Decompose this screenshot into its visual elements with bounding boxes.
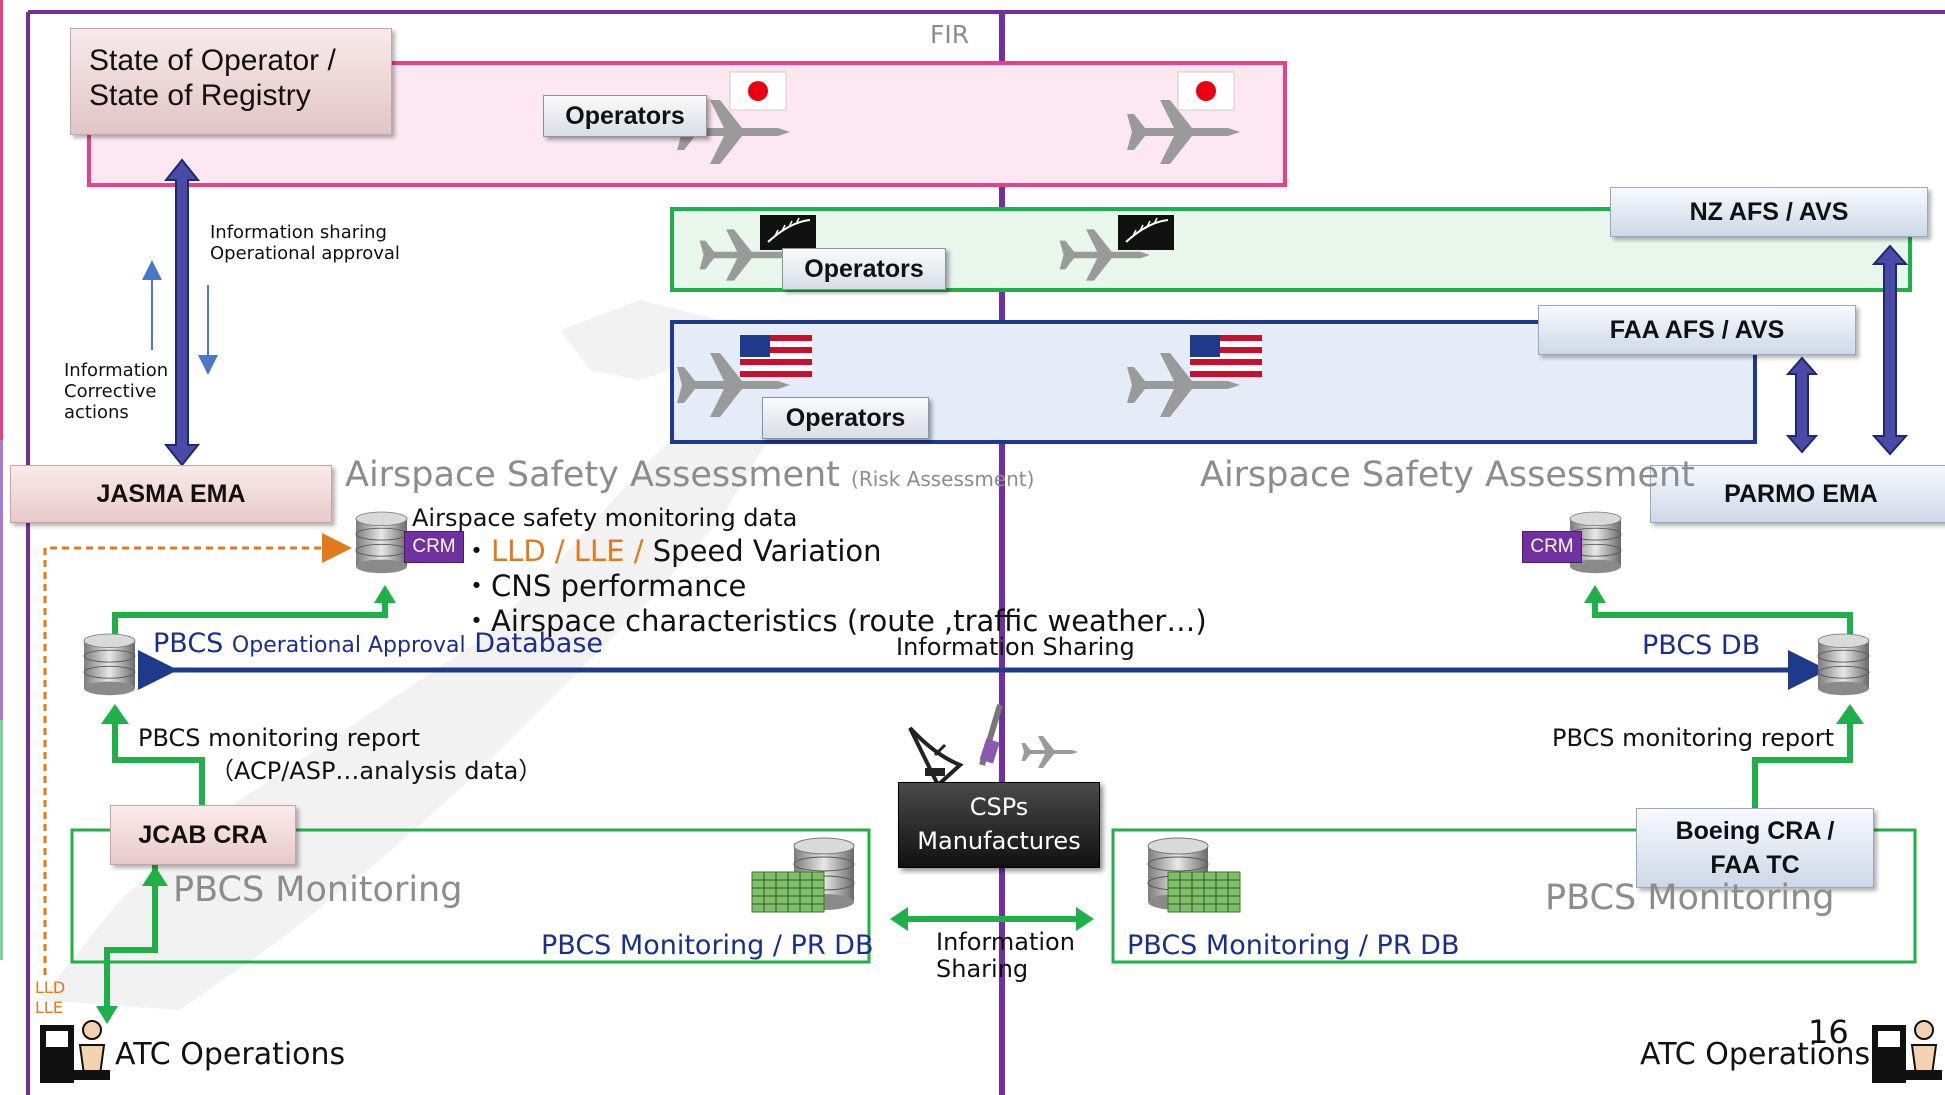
operators-label-nz: Operators [782, 248, 946, 290]
controller-workstation-icon [1872, 1020, 1942, 1083]
monitoring-report-left-detail: （ACP/ASP…analysis data） [210, 757, 543, 785]
bullet-mark: ・ [462, 604, 492, 638]
database-icon [355, 511, 408, 574]
state-line-2: State of Registry [89, 79, 311, 112]
boeing-cra-line-1: Boeing CRA / [1675, 816, 1835, 845]
server-grid-icon [1167, 871, 1241, 913]
lld-text: LLD [491, 534, 546, 568]
japan-flag-icon [1177, 71, 1235, 111]
jasma-ema-box: JASMA EMA [10, 465, 332, 523]
monitoring-data-label: Airspace safety monitoring data [412, 504, 798, 532]
crm-tag-right: CRM [1522, 531, 1582, 563]
assessment-title-left: Airspace Safety Assessment (Risk Assessm… [345, 455, 1034, 495]
bullet-cns: ・CNS performance [462, 563, 746, 605]
controller-workstation-icon [40, 1020, 110, 1083]
bullet-lld-lle: ・LLD / LLE / Speed Variation [462, 528, 882, 570]
japan-flag-icon [729, 71, 787, 111]
database-icon [1817, 633, 1870, 696]
database-word: Database [474, 628, 604, 659]
crm-tag-left: CRM [404, 531, 464, 563]
assessment-title-left-suffix: (Risk Assessment) [851, 467, 1035, 491]
airspace-text: Airspace characteristics (route ,traffic… [491, 604, 1207, 638]
bullet-mark: ・ [462, 569, 492, 603]
cns-text: CNS performance [491, 569, 747, 603]
parmo-ema-box: PARMO EMA [1650, 465, 1945, 523]
csp-line-2: Manufactures [917, 827, 1081, 855]
lld-small-label: LLD [35, 978, 66, 997]
server-grid-icon [751, 871, 825, 913]
atc-operations-right: ATC Operations [1640, 1037, 1871, 1072]
information-sharing-label: Information Sharing [896, 633, 1135, 661]
database-icon [83, 633, 136, 696]
page-number: 16 [1808, 1013, 1849, 1051]
note-corrective: Corrective [64, 381, 157, 402]
monitoring-report-left: PBCS monitoring report [138, 724, 421, 752]
csp-manufactures-box: CSPs Manufactures [898, 782, 1100, 868]
state-of-operator-box: State of Operator / State of Registry [70, 28, 392, 135]
pbcs-monitoring-title-left: PBCS Monitoring [173, 870, 463, 910]
csp-line-1: CSPs [969, 793, 1029, 821]
bullet-mark: ・ [462, 534, 492, 568]
note-operational-approval: Operational approval [210, 243, 400, 264]
lle-text: LLE [573, 534, 625, 568]
satellite-dish-icon [908, 726, 964, 789]
pbcs-monitoring-db-right: PBCS Monitoring / PR DB [1127, 930, 1460, 961]
us-flag-icon [740, 335, 812, 377]
pbcs-monitoring-title-right: PBCS Monitoring [1545, 878, 1835, 918]
note-information-sharing: Information sharing [210, 222, 387, 243]
nz-authority-label: NZ AFS / AVS [1610, 187, 1928, 237]
assessment-title-right: Airspace Safety Assessment [1200, 455, 1695, 495]
sharing-label-line-2: Sharing [936, 955, 1029, 983]
us-flag-icon [1190, 335, 1262, 377]
state-line-1: State of Operator / [89, 44, 336, 77]
fir-label: FIR [930, 20, 970, 49]
pbcs-monitoring-db-left: PBCS Monitoring / PR DB [541, 930, 874, 961]
pbcs-approval-db-label: PBCS Operational Approval Database [153, 628, 603, 659]
sep-1: / [545, 534, 574, 568]
note-actions: actions [64, 402, 129, 423]
atc-operations-left: ATC Operations [115, 1037, 346, 1072]
faa-authority-label: FAA AFS / AVS [1538, 305, 1856, 355]
note-information: Information [64, 360, 169, 381]
lle-small-label: LLE [35, 998, 63, 1017]
assessment-title-left-main: Airspace Safety Assessment [345, 455, 840, 495]
operational-approval-word: Operational Approval [231, 633, 466, 658]
bullet-airspace: ・Airspace characteristics (route ,traffi… [462, 598, 1207, 640]
nz-fern-flag-icon [760, 215, 816, 250]
jcab-cra-box: JCAB CRA [110, 805, 296, 865]
nz-fern-flag-icon [1118, 215, 1174, 250]
pbcs-word: PBCS [153, 628, 224, 659]
pbcs-db-right-label: PBCS DB [1642, 630, 1761, 661]
satellite-icon [979, 704, 1003, 766]
operators-label-us: Operators [762, 397, 929, 439]
operators-label-japan: Operators [543, 95, 707, 137]
speed-variation-text: Speed Variation [652, 534, 882, 568]
monitoring-report-right: PBCS monitoring report [1552, 724, 1835, 752]
sep-2: / [624, 534, 653, 568]
boeing-cra-line-2: FAA TC [1710, 850, 1800, 879]
sharing-label-line-1: Information [936, 928, 1075, 956]
boeing-cra-box: Boeing CRA / FAA TC [1636, 808, 1874, 888]
